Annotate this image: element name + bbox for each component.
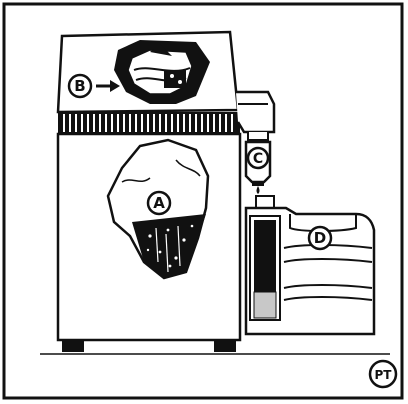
label-c: C bbox=[253, 151, 263, 167]
label-a-marker: A bbox=[148, 192, 170, 214]
label-b: B bbox=[74, 77, 85, 95]
pt-logo-text: PT bbox=[375, 368, 393, 382]
label-d-marker: D bbox=[309, 227, 331, 249]
label-a: A bbox=[153, 194, 165, 212]
label-d: D bbox=[314, 229, 326, 247]
cooling-fins bbox=[58, 112, 240, 134]
pt-logo: PT bbox=[370, 361, 396, 387]
label-c-marker: C bbox=[248, 148, 268, 168]
collection-jug bbox=[246, 196, 374, 334]
